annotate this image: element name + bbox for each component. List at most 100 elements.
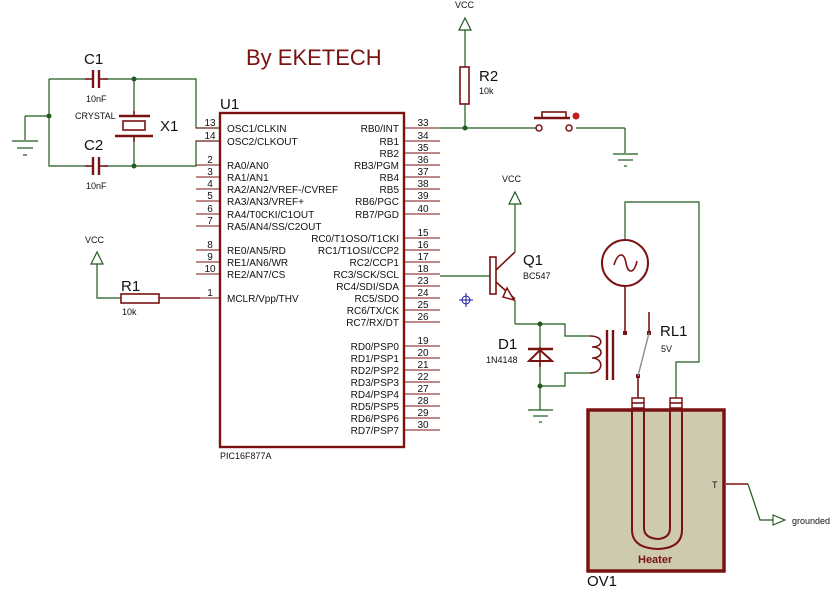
pin-name: RD6/PSP6 <box>351 414 400 425</box>
resistor-r2[interactable]: R2 10k <box>459 66 498 128</box>
crystal-x1[interactable]: CRYSTAL X1 <box>75 111 178 142</box>
pin-number: 13 <box>204 118 216 129</box>
pin-number: 35 <box>417 143 429 154</box>
r1-value: 10k <box>122 307 137 317</box>
pin-number: 16 <box>417 240 429 251</box>
pin-number: 9 <box>207 252 213 263</box>
pin-number: 37 <box>417 167 429 178</box>
diode-d1[interactable]: D1 1N4148 <box>486 336 555 367</box>
relay-rl1[interactable]: RL1 5V <box>589 312 688 398</box>
pin-name: RC7/RX/DT <box>346 318 399 329</box>
ac-source[interactable] <box>601 201 700 398</box>
capacitor-c1[interactable]: C1 10nF <box>84 51 108 104</box>
pin-name: RA1/AN1 <box>227 173 269 184</box>
pin-number: 8 <box>207 240 213 251</box>
pin-name: RA0/AN0 <box>227 161 269 172</box>
pin-name: RD0/PSP0 <box>351 342 400 353</box>
pin-number: 20 <box>417 348 429 359</box>
pin-number: 4 <box>207 179 213 190</box>
microcontroller-u1[interactable]: U1 PIC16F877A 13OSC1/CLKIN14OSC2/CLKOUT2… <box>196 96 440 461</box>
r1-ref: R1 <box>121 278 140 295</box>
c1-ref: C1 <box>84 51 103 68</box>
pin-number: 30 <box>417 420 429 431</box>
crystal-section <box>24 76 220 169</box>
pin-name: RB4 <box>380 173 400 184</box>
oven-ov1[interactable]: Heater T OV1 <box>586 397 726 590</box>
pin-number: 5 <box>207 191 213 202</box>
crosshair-marker <box>459 293 473 307</box>
pin-name: OSC2/CLKOUT <box>227 137 298 148</box>
push-button[interactable] <box>534 111 580 132</box>
x1-ref: X1 <box>160 118 178 135</box>
pin-name: RD5/PSP5 <box>351 402 400 413</box>
pin-name: RE0/AN5/RD <box>227 246 286 257</box>
c1-value: 10nF <box>86 94 107 104</box>
pin-number: 17 <box>417 252 429 263</box>
pin-number: 26 <box>417 312 429 323</box>
pin-name: RA5/AN4/SS/C2OUT <box>227 222 321 233</box>
rb0-wire <box>440 125 638 167</box>
u1-ref: U1 <box>220 96 239 113</box>
transistor-q1[interactable]: Q1 BC547 <box>440 251 551 324</box>
r2-ref: R2 <box>479 68 498 85</box>
r2-value: 10k <box>479 86 494 96</box>
title-text: By EKETECH <box>246 45 382 70</box>
pin-name: RC4/SDI/SDA <box>336 282 399 293</box>
pin-number: 22 <box>417 372 429 383</box>
pin-name: RB3/PGM <box>354 161 399 172</box>
pin-name: RC1/T1OSI/CCP2 <box>318 246 400 257</box>
pin-number: 21 <box>417 360 429 371</box>
pin-name: RB6/PGC <box>355 197 399 208</box>
vcc-label-3: VCC <box>502 174 522 184</box>
pin-name: RB1 <box>380 137 400 148</box>
capacitor-c2[interactable]: C2 10nF <box>84 137 108 191</box>
pin-name: RC6/TX/CK <box>347 306 400 317</box>
resistor-r1[interactable]: R1 10k <box>120 278 200 317</box>
button-state-indicator[interactable] <box>572 112 580 120</box>
u1-part: PIC16F877A <box>220 451 272 461</box>
x1-value: CRYSTAL <box>75 111 116 121</box>
pin-name: OSC1/CLKIN <box>227 124 286 135</box>
pin-number: 14 <box>204 131 216 142</box>
pin-number: 39 <box>417 191 429 202</box>
pin-number: 36 <box>417 155 429 166</box>
pin-name: RB0/INT <box>361 124 399 135</box>
